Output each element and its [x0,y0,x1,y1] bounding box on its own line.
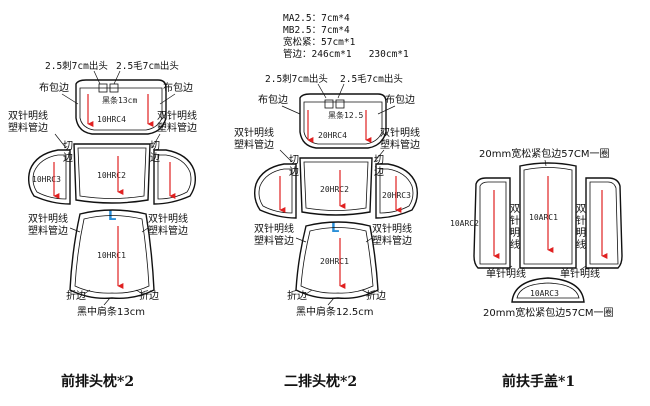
second-cut-left-2: 边 [289,166,299,178]
second-cut-left-1: 切 [289,154,299,166]
second-cloth-edge-left: 布包边 [258,93,288,106]
front-fold-left: 折边 [66,289,86,302]
second-seam-label-left-1: 双针明线 [234,126,274,139]
armrest-double-right-2: 针 [576,214,586,227]
title-armrest-cover: 前扶手盖*1 [502,373,575,390]
front-seam-label-left-1: 双针明线 [8,109,48,122]
front-code-hrc3: 10HRC3 [32,175,61,184]
armrest-single-left: 单针明线 [486,267,526,280]
spec-line-2: MB2.5：7cm*4 [283,25,350,36]
armrest-code-arc3: 10ARC3 [530,289,559,298]
spec-line-4: 管边：246cm*1 230cm*1 [283,48,409,60]
second-seam-label-right-2: 塑料管边 [380,138,420,151]
front-tab-right [109,83,119,93]
armrest-double-left-1: 双 [510,203,520,215]
front-code-hrc4: 10HRC4 [97,115,126,124]
front-code-hrc1: 10HRC1 [97,251,126,260]
front-piece-hrc3 [27,149,71,205]
armrest-double-left-3: 明 [510,227,520,239]
second-seam-label-right-1: 双针明线 [380,126,420,139]
front-code-hrc2: 10HRC2 [97,171,126,180]
front-piece-right-wing [153,149,197,205]
armrest-double-right-1: 双 [576,203,586,215]
second-fold-right: 折边 [366,289,386,302]
second-fold-left: 折边 [287,289,307,302]
second-seam-label-right-3: 双针明线 [372,222,412,235]
armrest-code-arc1: 10ARC1 [529,213,558,222]
second-tab-right [335,99,345,109]
second-letter-l: L [331,221,339,236]
title-second-headrest: 二排头枕*2 [284,373,357,390]
armrest-single-right: 单针明线 [560,267,600,280]
second-seam-label-right-4: 塑料管边 [372,234,412,247]
armrest-double-left-4: 线 [510,238,520,251]
armrest-code-arc2: 10ARC2 [450,219,479,228]
second-black-strip: 黑条12.5 [328,110,363,120]
front-seam-label-right-4: 塑料管边 [148,224,188,237]
armrest-piece-right [585,177,623,269]
armrest-piece-arc1 [519,162,577,269]
second-shoulder-strip: 黑中肩条12.5cm [296,305,374,318]
second-piece-left-wing [253,163,297,219]
second-cut-right-1: 切 [374,154,384,166]
armrest-double-right-3: 明 [576,227,586,239]
second-tab-left [324,99,334,109]
front-seam-label-left-3: 双针明线 [28,212,68,225]
front-needle-label: 2.5刺7cm出头 [45,60,108,72]
second-seam-label-left-4: 塑料管边 [254,234,294,247]
front-fold-right: 折边 [139,289,159,302]
spec-block: MA2.5：7cm*4 MB2.5：7cm*4 宽松紧：57cm*1 管边：24… [283,13,409,60]
title-front-headrest: 前排头枕*2 [61,373,134,390]
second-needle-label: 2.5刺7cm出头 [265,73,328,85]
front-letter-l: L [108,209,116,224]
front-cloth-edge-right: 布包边 [163,81,193,94]
armrest-elastic-top: 20mm宽松紧包边57CM一圈 [479,147,610,160]
spec-line-3: 宽松紧：57cm*1 [283,36,356,48]
front-headrest-group: 2.5刺7cm出头 2.5毛7cm出头 布包边 布包边 黑条13cm 10HRC… [8,60,197,318]
armrest-piece-arc3 [511,277,585,303]
front-black-strip: 黑条13cm [102,95,137,105]
second-code-hrc2: 20HRC2 [320,185,349,194]
front-cut-left-1: 切 [63,140,73,152]
second-seam-label-left-3: 双针明线 [254,222,294,235]
second-piece-hrc3 [375,163,419,219]
second-headrest-group: 2.5刺7cm出头 2.5毛7cm出头 布包边 布包边 黑条12.5 20HRC… [234,73,420,318]
armrest-double-left-2: 针 [510,214,520,227]
armrest-double-right-4: 线 [576,238,586,251]
armrest-cover-group: 20mm宽松紧包边57CM一圈 10ARC1 10ARC2 双 针 明 线 双 … [450,147,623,319]
front-cloth-edge-left: 布包边 [39,81,69,94]
second-cloth-edge-right: 布包边 [385,93,415,106]
front-tab-left [98,83,108,93]
second-piece-hrc1 [295,221,379,300]
front-cut-right-2: 边 [150,152,160,164]
second-code-hrc1: 20HRC1 [320,257,349,266]
second-cut-right-2: 边 [374,166,384,178]
armrest-piece-arc2 [473,177,511,269]
front-seam-label-left-2: 塑料管边 [8,121,48,134]
armrest-elastic-bottom: 20mm宽松紧包边57CM一圈 [483,306,614,319]
front-seam-label-right-3: 双针明线 [148,212,188,225]
spec-line-1: MA2.5：7cm*4 [283,13,350,24]
second-piece-hrc2 [299,157,373,216]
front-wool-label: 2.5毛7cm出头 [116,60,179,72]
front-piece-hrc2 [73,143,151,204]
front-piece-hrc1 [69,209,155,300]
front-piece-hrc4 [75,79,167,135]
front-shoulder-strip: 黑中肩条13cm [77,305,145,318]
front-seam-label-left-4: 塑料管边 [28,224,68,237]
front-cut-right-1: 切 [150,140,160,152]
second-code-hrc4: 20HRC4 [318,131,347,140]
second-piece-hrc4 [299,93,387,149]
front-seam-label-right-2: 塑料管边 [157,121,197,134]
front-cut-left-2: 边 [63,152,73,164]
second-wool-label: 2.5毛7cm出头 [340,73,403,85]
second-seam-label-left-2: 塑料管边 [234,138,274,151]
front-seam-label-right-1: 双针明线 [157,109,197,122]
